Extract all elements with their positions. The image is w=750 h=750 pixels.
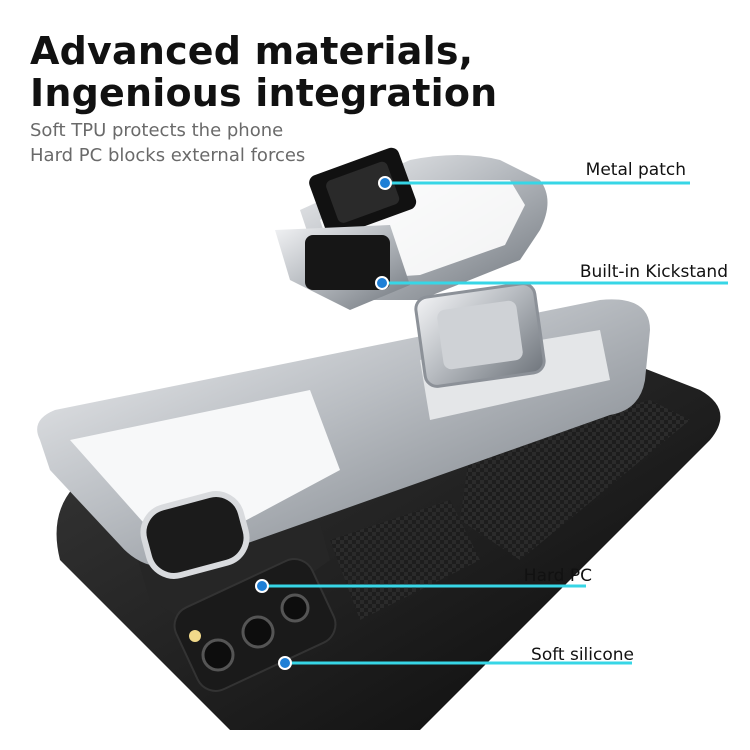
subtext: Soft TPU protects the phone Hard PC bloc… xyxy=(30,118,305,168)
headline: Advanced materials, Ingenious integratio… xyxy=(30,30,497,114)
callout-label-hard-pc: Hard PC xyxy=(523,566,592,586)
callout-dot-soft-silicone xyxy=(278,656,292,670)
camera-flash xyxy=(189,630,201,642)
kickstand-lens-cover xyxy=(305,235,390,290)
callout-label-soft-silicone: Soft silicone xyxy=(531,645,634,665)
subtext-line-2: Hard PC blocks external forces xyxy=(30,145,306,166)
camera-lens-2 xyxy=(241,615,275,649)
metal-patch-shine xyxy=(326,161,400,223)
headline-line-2: Ingenious integration xyxy=(30,71,498,115)
frame-window-left xyxy=(70,390,340,548)
camera-lens-1 xyxy=(201,638,235,672)
frame-cutout xyxy=(140,491,250,579)
headline-line-1: Advanced materials, xyxy=(30,29,474,73)
kickstand-inner xyxy=(437,300,523,370)
callout-label-kickstand: Built-in Kickstand xyxy=(579,262,728,282)
callout-dot-metal-patch xyxy=(378,176,392,190)
camera-lens-3 xyxy=(280,593,310,623)
callout-dot-hard-pc xyxy=(255,579,269,593)
callout-label-metal-patch: Metal patch xyxy=(585,160,686,180)
carbon-texture-panel-2 xyxy=(330,500,480,620)
subtext-line-1: Soft TPU protects the phone xyxy=(30,120,284,141)
callout-dot-kickstand xyxy=(375,276,389,290)
